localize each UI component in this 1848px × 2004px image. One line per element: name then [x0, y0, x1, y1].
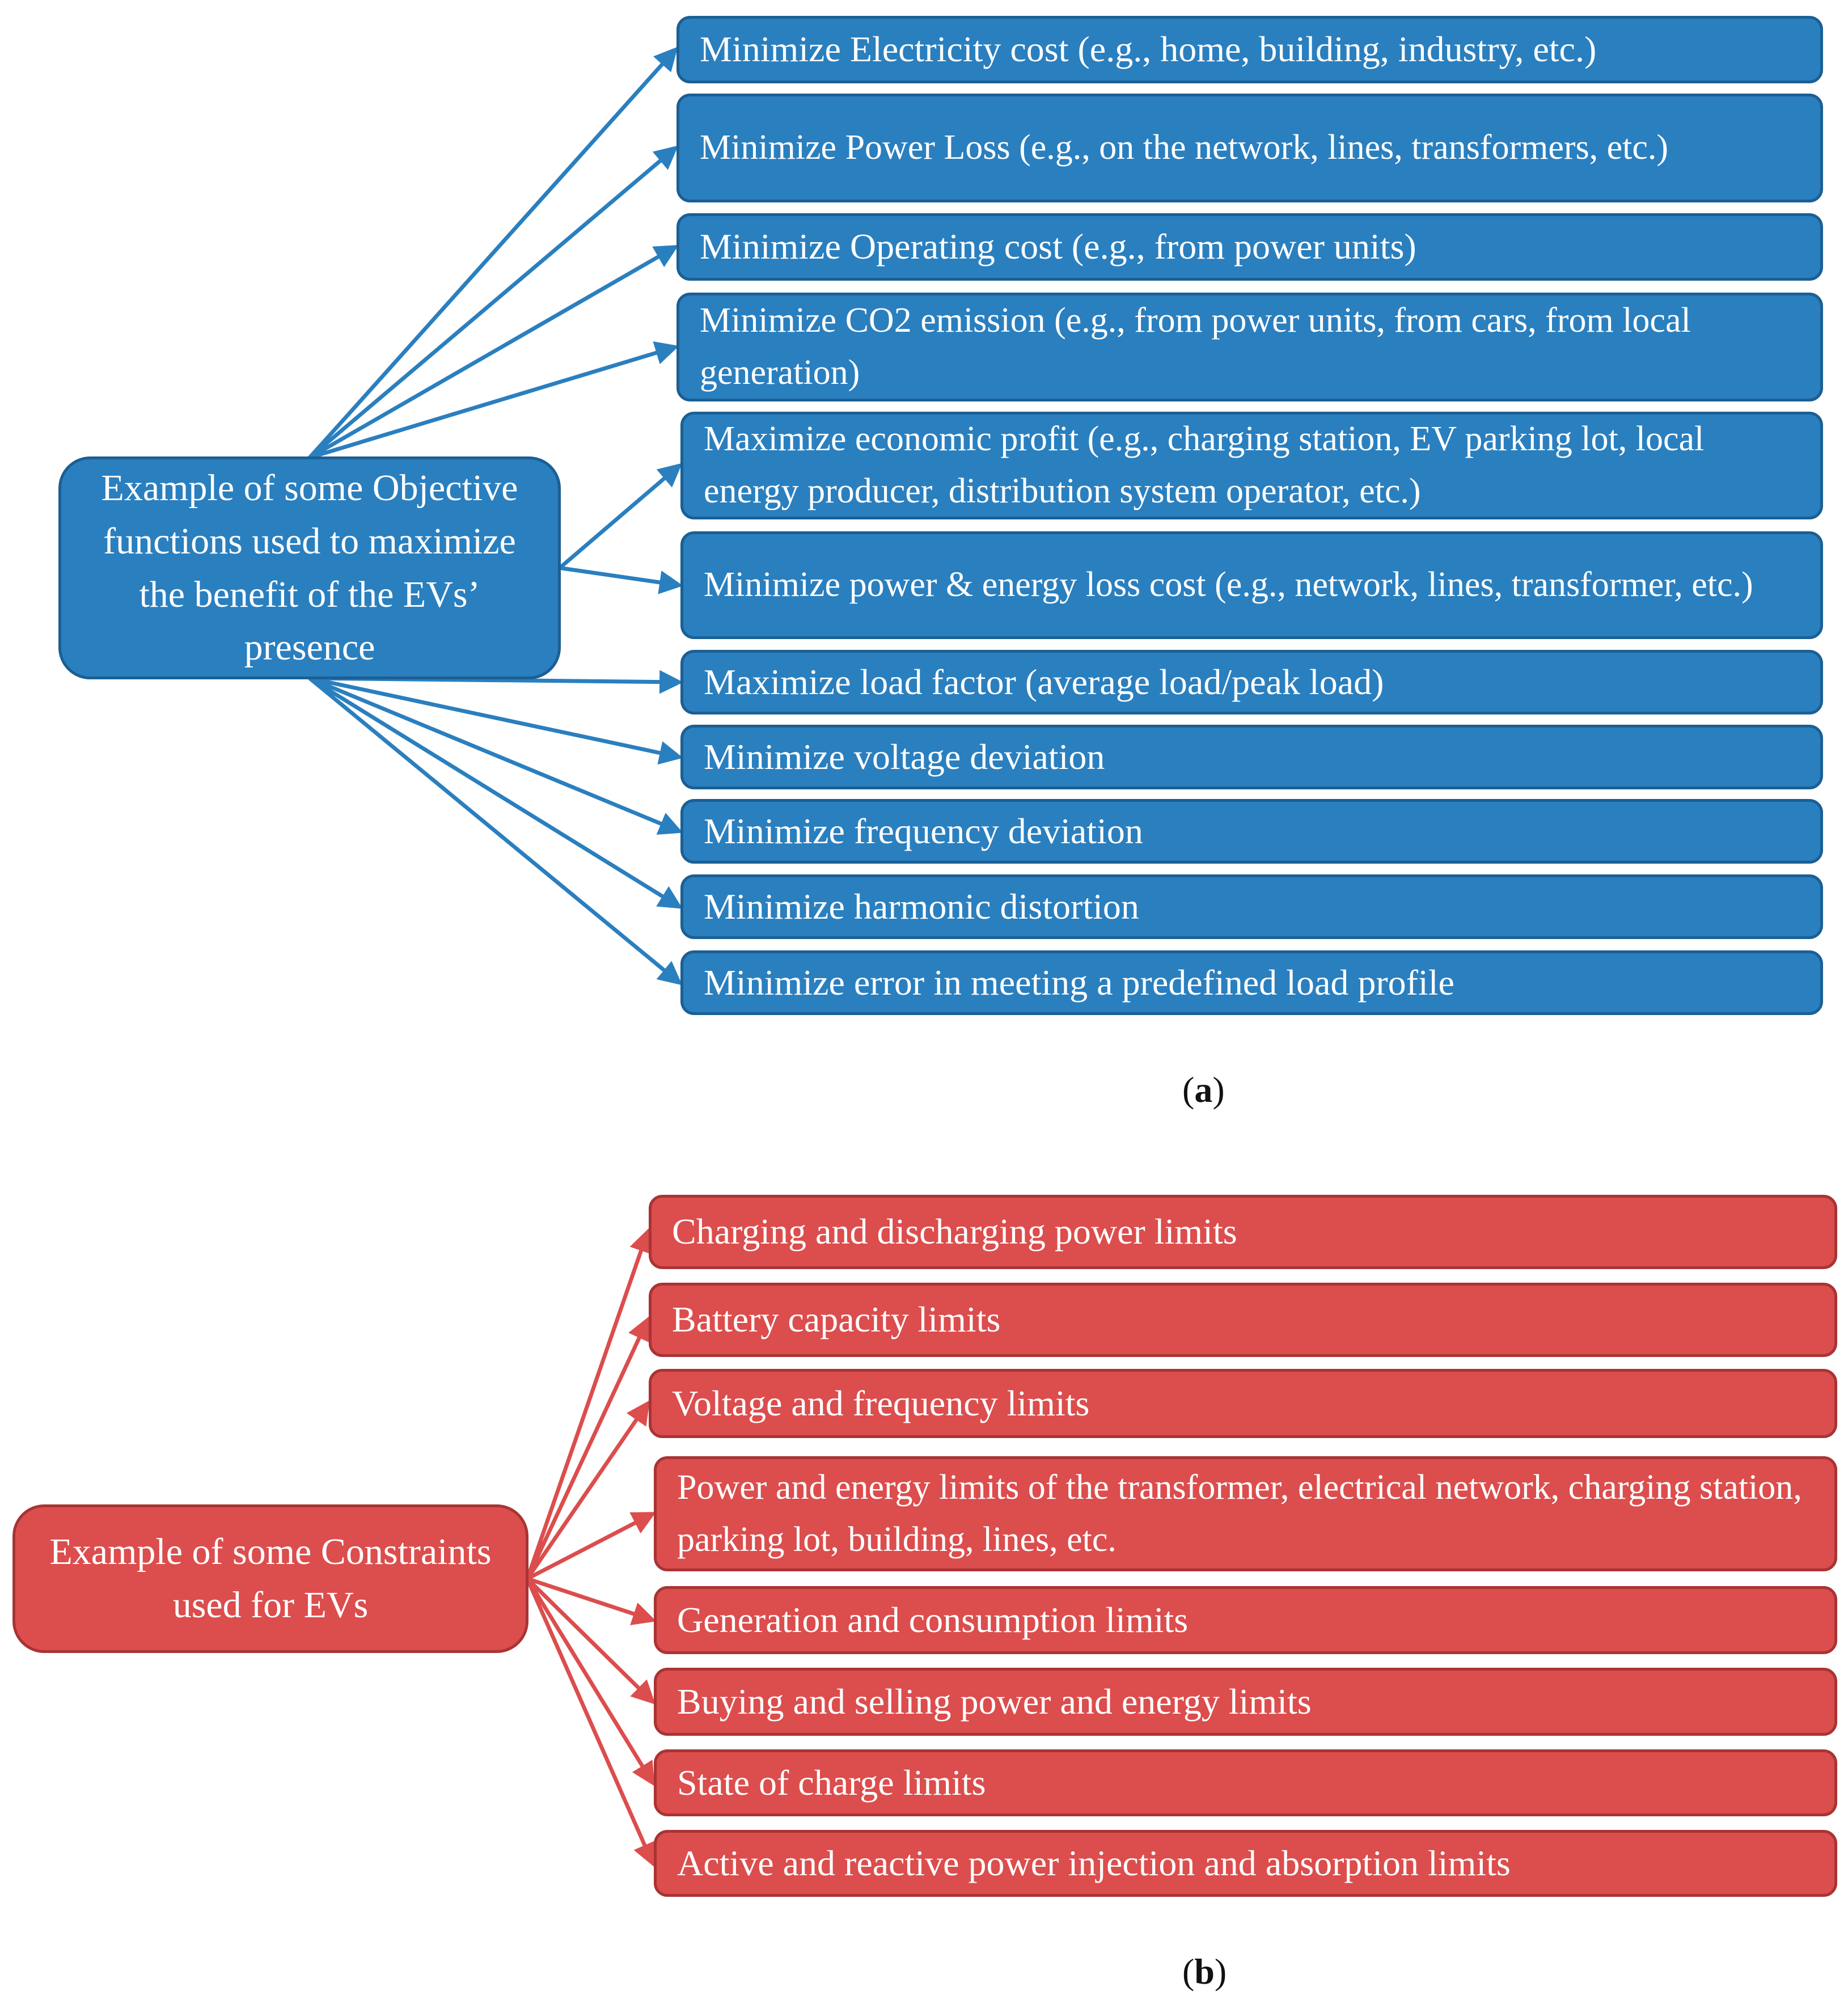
objective-item-label: Maximize economic profit (e.g., charging…: [704, 420, 1705, 510]
caption-b: (b): [1182, 1951, 1227, 1992]
objective-item-label: Minimize CO2 emission (e.g., from power …: [700, 301, 1691, 392]
constraint-item-label: Battery capacity limits: [672, 1299, 1001, 1340]
connector-arrow: [525, 1228, 653, 1580]
caption-b-letter: b: [1194, 1951, 1215, 1992]
connector-arrow: [308, 341, 679, 460]
objective-item-label: Maximize load factor (average load/peak …: [704, 661, 1384, 702]
objective-item-label: Minimize frequency deviation: [704, 810, 1143, 851]
objective-item-label: Minimize voltage deviation: [704, 736, 1105, 777]
objective-item: Minimize error in meeting a predefined l…: [680, 950, 1823, 1015]
objective-item-label: Minimize error in meeting a predefined l…: [704, 962, 1454, 1003]
connector-arrow: [308, 145, 679, 459]
constraint-item-label: Power and energy limits of the transform…: [677, 1468, 1802, 1559]
objective-item: Minimize CO2 emission (e.g., from power …: [676, 293, 1823, 401]
constraints-root-node: Example of some Constraints used for EVs: [12, 1504, 528, 1653]
objective-item-label: Minimize Electricity cost (e.g., home, b…: [700, 29, 1597, 70]
constraint-item-label: Active and reactive power injection and …: [677, 1842, 1511, 1883]
connector-arrow: [308, 245, 679, 460]
connector-arrow: [525, 1316, 650, 1580]
constraint-item-label: Charging and discharging power limits: [672, 1211, 1237, 1252]
connector-arrow: [526, 1577, 656, 1705]
connector-arrow: [559, 566, 683, 594]
constraints-root-label: Example of some Constraints used for EVs: [49, 1531, 492, 1626]
constraint-item-label: Voltage and frequency limits: [672, 1382, 1090, 1423]
connector-arrow: [525, 1578, 656, 1867]
objective-item-label: Minimize power & energy loss cost (e.g.,…: [704, 565, 1753, 604]
constraint-item: Voltage and frequency limits: [649, 1369, 1837, 1438]
constraint-item: Generation and consumption limits: [654, 1586, 1837, 1654]
objectives-root-label: Example of some Objective functions used…: [101, 467, 518, 669]
constraint-item-label: Buying and selling power and energy limi…: [677, 1681, 1312, 1722]
objective-item-label: Minimize harmonic distortion: [704, 886, 1139, 927]
objective-item-label: Minimize Power Loss (e.g., on the networ…: [700, 128, 1669, 167]
connector-arrow: [526, 1512, 657, 1581]
connector-arrow: [308, 676, 683, 835]
caption-a: (a): [1182, 1069, 1225, 1110]
objective-item: Minimize voltage deviation: [680, 725, 1823, 789]
connector-arrow: [558, 463, 683, 570]
constraint-item: Power and energy limits of the transform…: [654, 1456, 1837, 1571]
objective-item: Minimize power & energy loss cost (e.g.,…: [680, 531, 1823, 639]
objective-item: Maximize economic profit (e.g., charging…: [680, 412, 1823, 519]
objectives-root-node: Example of some Objective functions used…: [58, 456, 561, 679]
caption-a-letter: a: [1194, 1069, 1213, 1110]
connector-arrow: [309, 676, 683, 765]
objective-item: Minimize frequency deviation: [680, 799, 1823, 864]
constraint-item: State of charge limits: [654, 1749, 1837, 1816]
objective-item: Minimize Electricity cost (e.g., home, b…: [676, 16, 1823, 83]
connector-arrow: [308, 677, 683, 986]
constraint-item: Active and reactive power injection and …: [654, 1830, 1837, 1897]
objective-item: Minimize Power Loss (e.g., on the networ…: [676, 94, 1823, 202]
connector-arrow: [526, 1576, 657, 1625]
connector-arrow: [308, 46, 678, 459]
objective-item-label: Minimize Operating cost (e.g., from powe…: [700, 226, 1416, 267]
connector-arrow: [526, 1400, 650, 1580]
objective-item: Maximize load factor (average load/peak …: [680, 650, 1823, 714]
constraint-item: Buying and selling power and energy limi…: [654, 1668, 1837, 1736]
constraint-item-label: State of charge limits: [677, 1762, 986, 1803]
objective-item: Minimize harmonic distortion: [680, 874, 1823, 939]
connector-arrow: [526, 1578, 655, 1786]
objective-item: Minimize Operating cost (e.g., from powe…: [676, 213, 1823, 281]
constraint-item: Charging and discharging power limits: [649, 1195, 1837, 1269]
constraint-item: Battery capacity limits: [649, 1283, 1837, 1357]
constraint-item-label: Generation and consumption limits: [677, 1599, 1189, 1640]
connector-arrow: [308, 677, 683, 909]
